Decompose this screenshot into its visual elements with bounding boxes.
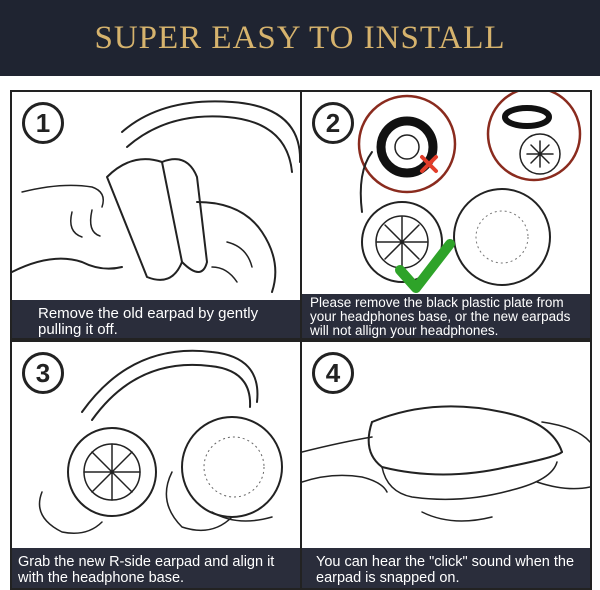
step-4-illustration [302,405,590,522]
new-earpad-icon-step3 [181,416,283,518]
step-1-caption: Remove the old earpad by gently pulling … [12,300,300,338]
step-4-number-badge: 4 [312,352,354,394]
headphone-base-icon-step3 [67,427,157,517]
step-2-panel: 2 Please remove the black plastic plate … [300,90,592,340]
page-title: SUPER EASY TO INSTALL [94,19,506,56]
step-4-panel: 4 You can hear the "click" sound when th… [300,340,592,590]
step-4-caption: You can hear the "click" sound when the … [302,548,590,588]
check-mark-icon [395,239,455,293]
step-2-illustration [357,92,582,293]
step-3-caption: Grab the new R-side earpad and align it … [12,548,300,588]
black-plate-icon [376,116,438,178]
new-earpad-icon [453,188,551,286]
step-1-panel: 1 Remove the old earpad by gently pullin… [10,90,302,340]
step-3-illustration [38,349,283,534]
step-2-caption: Please remove the black plastic plate fr… [302,294,590,338]
step-2-number-badge: 2 [312,102,354,144]
step-3-number-badge: 3 [22,352,64,394]
old-plate-zoom-circle [357,94,457,194]
step-3-panel: 3 Grab the new R-side earpad and align i… [10,340,302,590]
headphone-base-icon [361,201,443,283]
cross-mark-icon [420,155,438,173]
step-1-illustration [12,100,300,293]
step-1-number-badge: 1 [22,102,64,144]
header-banner: SUPER EASY TO INSTALL [0,0,600,76]
base-zoom-circle [486,92,582,182]
